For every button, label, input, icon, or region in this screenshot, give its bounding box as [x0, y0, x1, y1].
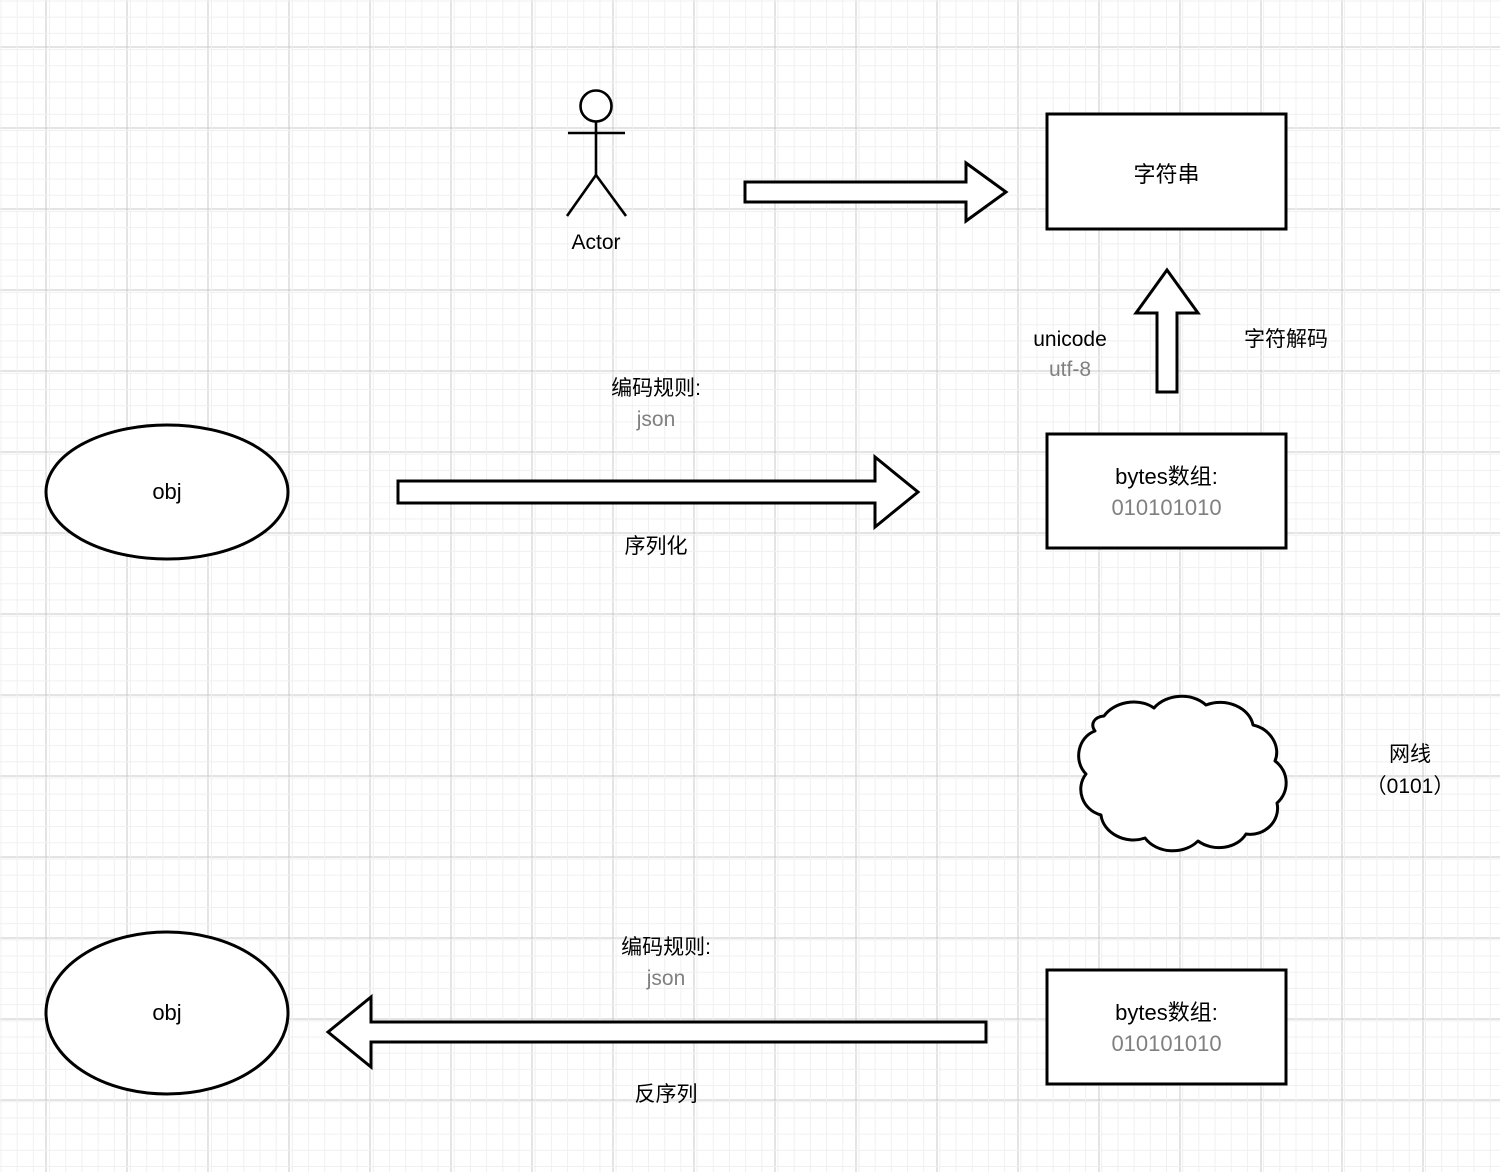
cloud-network[interactable] — [1054, 705, 1279, 830]
arrow-actor-to-string — [743, 160, 1009, 224]
bytes-box-top[interactable]: bytes数组: 010101010 — [1047, 434, 1286, 548]
bytes-box-bottom-value: 010101010 — [1111, 1030, 1222, 1056]
string-box-label: 字符串 — [1133, 162, 1200, 187]
arrow-bytes-to-obj — [325, 993, 988, 1071]
arrow-obj-to-bytes — [396, 453, 921, 531]
actor-icon — [565, 89, 628, 217]
actor-leg-right — [594, 174, 628, 217]
obj-bottom-label: obj — [152, 1000, 182, 1025]
bytes-box-top-value: 010101010 — [1111, 494, 1222, 520]
encode-rule-top-label: 编码规则: — [611, 377, 701, 400]
actor-leg-left — [565, 174, 598, 217]
obj-top-label: obj — [152, 479, 182, 504]
obj-bottom[interactable]: obj — [46, 932, 288, 1094]
actor-head — [579, 89, 613, 123]
obj-top[interactable]: obj — [46, 425, 288, 559]
decode-label: 字符解码 — [1244, 328, 1328, 351]
serialize-label: 序列化 — [624, 535, 688, 558]
network-sublabel: （0101） — [1365, 775, 1455, 798]
actor-label: Actor — [571, 231, 621, 254]
bytes-box-bottom-title: bytes数组: — [1115, 1000, 1218, 1025]
bytes-box-bottom[interactable]: bytes数组: 010101010 — [1047, 970, 1286, 1084]
encode-rule-bottom-label: 编码规则: — [621, 936, 711, 959]
bytes-box-top-label: bytes数组: 010101010 — [1047, 462, 1286, 524]
string-box[interactable]: 字符串 — [1047, 114, 1286, 229]
utf8-label: utf-8 — [1048, 358, 1092, 381]
bytes-box-top-title: bytes数组: — [1115, 464, 1218, 489]
unicode-label: unicode — [1033, 328, 1107, 351]
bytes-box-bottom-label: bytes数组: 010101010 — [1047, 998, 1286, 1060]
deserialize-label: 反序列 — [634, 1083, 698, 1106]
encode-format-bottom-label: json — [646, 967, 686, 990]
encode-format-top-label: json — [636, 408, 676, 431]
arrow-bytes-to-string — [1133, 267, 1201, 394]
network-label: 网线 — [1389, 743, 1431, 766]
